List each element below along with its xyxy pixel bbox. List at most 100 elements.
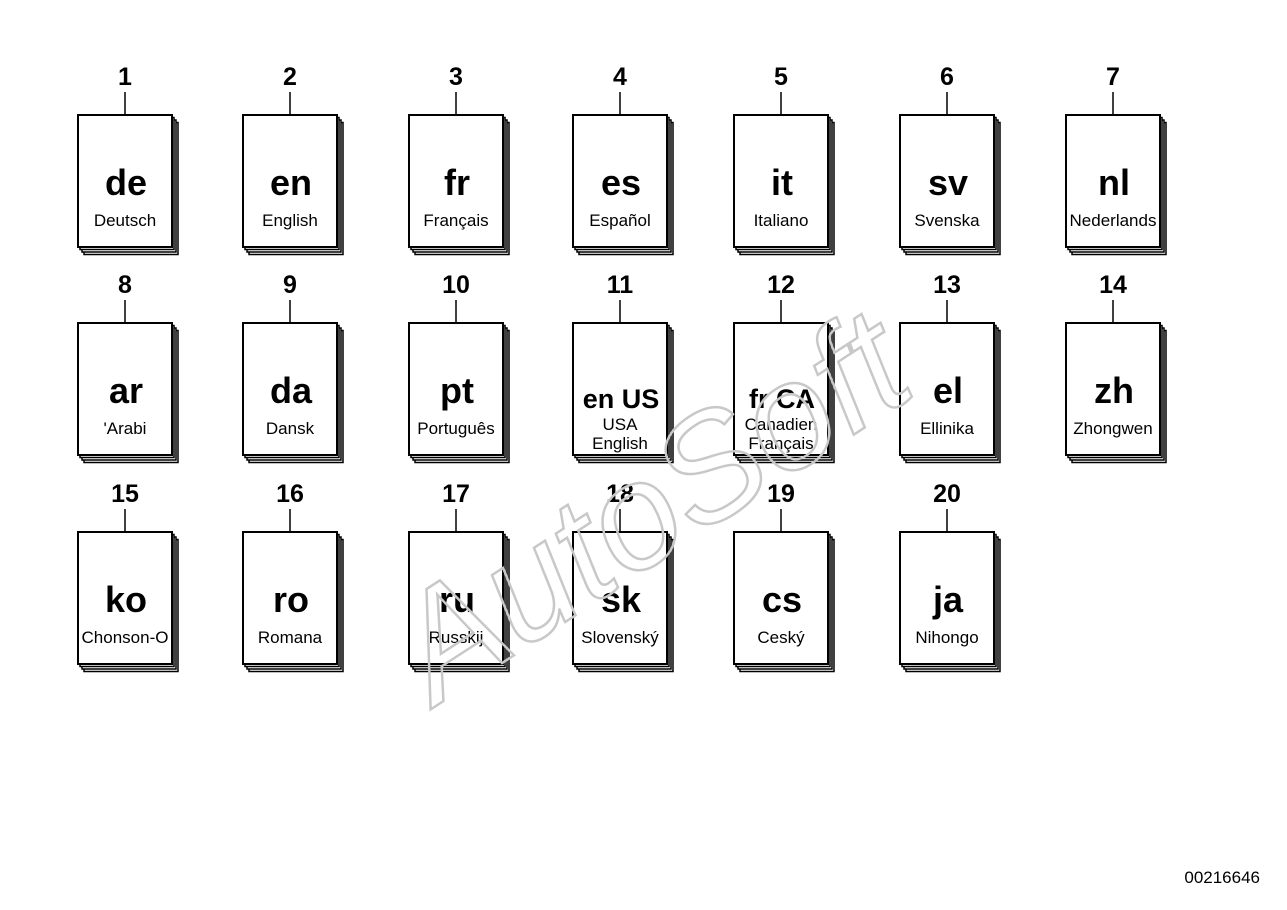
book-cover — [899, 531, 995, 665]
book-number-label: 3 — [449, 63, 463, 91]
language-code-label: de — [105, 162, 147, 203]
book-cover — [77, 322, 173, 456]
book-cover — [242, 114, 338, 248]
language-code-label: da — [270, 370, 313, 411]
language-name-label: Zhongwen — [1073, 419, 1152, 438]
language-name-label: Dansk — [266, 419, 315, 438]
language-name-label: Romana — [258, 628, 323, 647]
book-number-label: 10 — [442, 271, 470, 299]
book-number-label: 18 — [606, 480, 634, 508]
language-name-label: Italiano — [754, 211, 809, 230]
book-cover — [408, 322, 504, 456]
book-number-label: 16 — [276, 480, 304, 508]
language-name-label: Français — [748, 434, 813, 453]
language-name-label: Deutsch — [94, 211, 156, 230]
language-code-label: el — [933, 370, 963, 411]
language-code-label: ja — [932, 579, 964, 620]
language-name-label: Nihongo — [915, 628, 978, 647]
book-cover — [1065, 114, 1161, 248]
book-item: 8 ar 'Arabi — [77, 271, 179, 464]
language-code-label: sk — [601, 579, 642, 620]
book-cover — [572, 114, 668, 248]
language-name-label: Nederlands — [1070, 211, 1157, 230]
language-name-label: Português — [417, 419, 495, 438]
book-number-label: 5 — [774, 63, 788, 91]
book-cover — [899, 322, 995, 456]
language-code-label: zh — [1094, 370, 1134, 411]
language-code-label: es — [601, 162, 641, 203]
language-code-label: cs — [762, 579, 802, 620]
reference-number: 00216646 — [1184, 868, 1260, 887]
language-name-label: English — [262, 211, 318, 230]
language-name-label: USA — [603, 415, 639, 434]
book-cover — [408, 531, 504, 665]
book-cover — [242, 322, 338, 456]
book-cover — [77, 531, 173, 665]
language-code-label: pt — [440, 370, 474, 411]
book-number-label: 20 — [933, 480, 961, 508]
language-name-label: Svenska — [914, 211, 980, 230]
language-code-label: ar — [109, 370, 143, 411]
book-cover — [899, 114, 995, 248]
language-code-label: ko — [105, 579, 147, 620]
language-code-label: nl — [1098, 162, 1130, 203]
language-code-label: fr CA — [749, 384, 815, 414]
book-cover — [408, 114, 504, 248]
language-code-label: ru — [439, 579, 475, 620]
language-name-label: Russkij — [429, 628, 484, 647]
book-number-label: 6 — [940, 63, 954, 91]
book-number-label: 7 — [1106, 63, 1120, 91]
language-code-label: it — [771, 162, 793, 203]
book-number-label: 13 — [933, 271, 961, 299]
language-code-label: en US — [583, 384, 660, 414]
book-number-label: 9 — [283, 271, 297, 299]
language-name-label: Español — [589, 211, 650, 230]
book-number-label: 2 — [283, 63, 297, 91]
book-cover — [1065, 322, 1161, 456]
book-number-label: 12 — [767, 271, 795, 299]
book-cover — [572, 322, 668, 456]
book-number-label: 8 — [118, 271, 132, 299]
book-cover — [733, 322, 829, 456]
book-number-label: 19 — [767, 480, 795, 508]
language-code-label: en — [270, 162, 312, 203]
book-number-label: 4 — [613, 63, 627, 91]
book-number-label: 14 — [1099, 271, 1127, 299]
book-number-label: 15 — [111, 480, 139, 508]
book-number-label: 11 — [607, 271, 634, 299]
language-name-label: English — [592, 434, 648, 453]
book-cover — [733, 531, 829, 665]
book-number-label: 17 — [442, 480, 470, 508]
language-name-label: Ellinika — [920, 419, 974, 438]
language-name-label: Français — [423, 211, 488, 230]
book-cover — [733, 114, 829, 248]
language-name-label: Canadien — [745, 415, 818, 434]
book-number-label: 1 — [118, 63, 132, 91]
book-cover — [572, 531, 668, 665]
language-name-label: 'Arabi — [104, 419, 147, 438]
language-name-label: Ceský — [757, 628, 805, 647]
language-name-label: Chonson-O — [82, 628, 169, 647]
language-code-label: ro — [273, 579, 309, 620]
